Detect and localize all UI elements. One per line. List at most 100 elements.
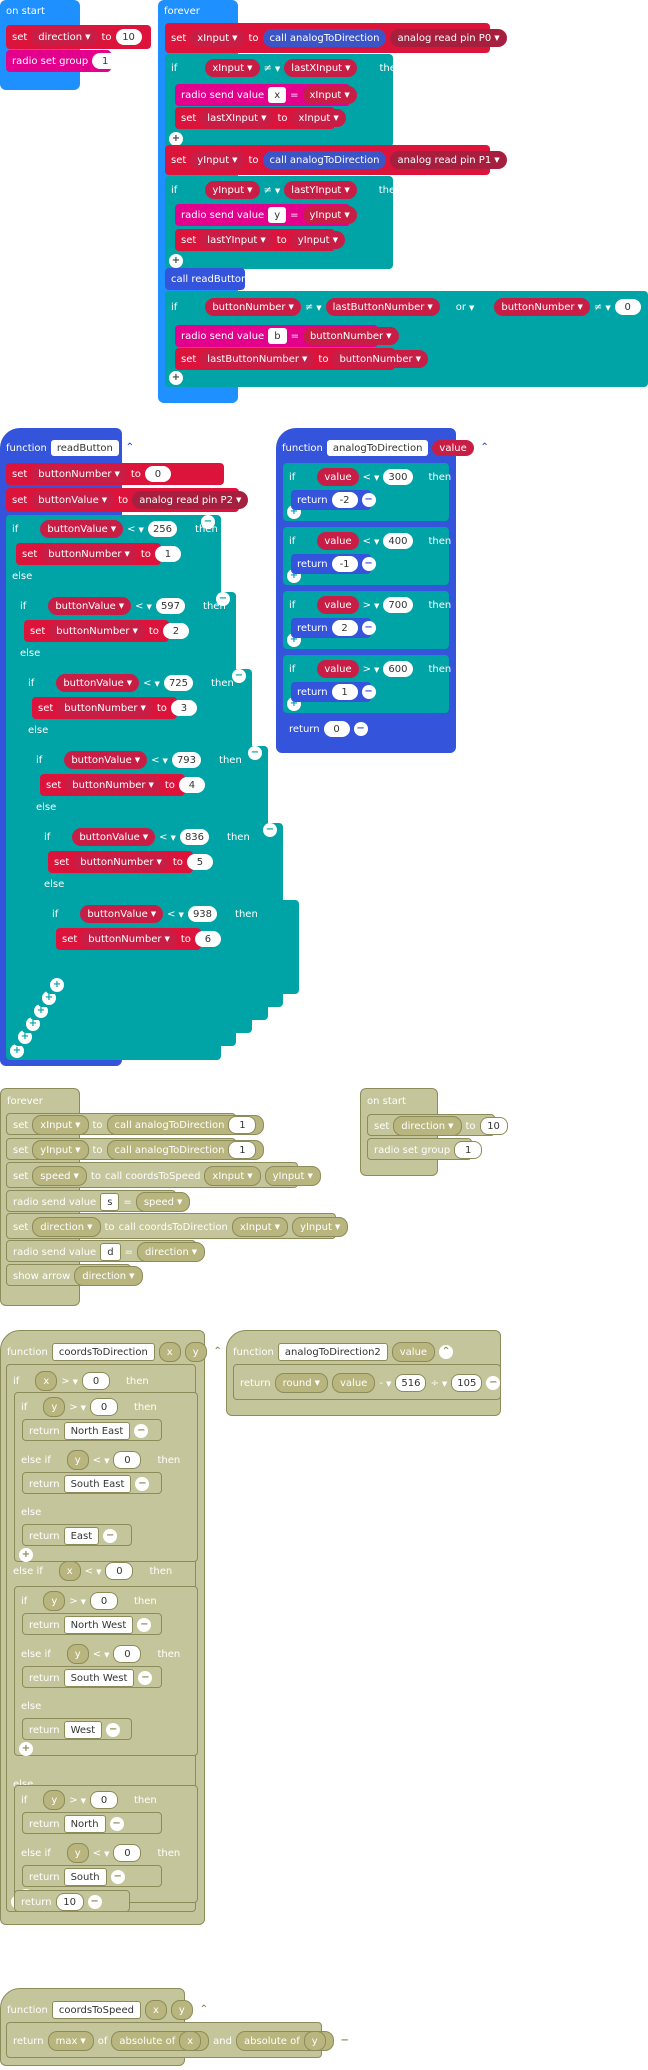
- remove-icon[interactable]: −: [361, 621, 376, 635]
- analog-read-pin-p2[interactable]: analog read pin P2▼: [132, 491, 249, 509]
- compare-operator[interactable]: >▼: [61, 1375, 79, 1387]
- threshold-field[interactable]: 793: [171, 752, 202, 768]
- remove-icon[interactable]: −: [361, 557, 376, 571]
- param-x[interactable]: x: [58, 1561, 81, 1581]
- compare-operator[interactable]: >▼: [362, 663, 380, 675]
- threshold-field[interactable]: 256: [147, 521, 178, 537]
- param-x[interactable]: x: [144, 2000, 167, 2020]
- xinput-variable[interactable]: xInput▼: [231, 1217, 289, 1237]
- xinput-variable[interactable]: xInput▼: [291, 109, 346, 127]
- zero-field[interactable]: 0: [105, 1562, 134, 1580]
- set-direction-disabled-block[interactable]: set direction▼ to 10: [367, 1114, 508, 1136]
- xinput-variable[interactable]: xInput▼: [190, 29, 245, 47]
- return-0-block[interactable]: return 0 −: [283, 718, 368, 740]
- set-lastbuttonnumber-block[interactable]: set lastButtonNumber▼ to buttonNumber▼: [175, 348, 428, 370]
- string-y[interactable]: y: [268, 207, 287, 223]
- button-number-field[interactable]: 4: [178, 777, 205, 793]
- speed-variable[interactable]: speed▼: [32, 1166, 87, 1186]
- analog-read-pin-p0[interactable]: analog read pin P0▼: [390, 29, 507, 47]
- compare-value-field[interactable]: 400: [383, 533, 413, 549]
- arg-1-field[interactable]: 1: [228, 1116, 257, 1134]
- button-number-field[interactable]: 5: [186, 854, 213, 870]
- direction-string-field[interactable]: South East: [63, 1475, 132, 1493]
- buttonnumber-variable[interactable]: buttonNumber▼: [31, 465, 127, 483]
- group-1-field[interactable]: 1: [92, 53, 119, 69]
- remove-icon[interactable]: −: [216, 592, 230, 606]
- param-y[interactable]: y: [43, 1397, 66, 1417]
- threshold-field[interactable]: 938: [187, 906, 218, 922]
- remove-icon[interactable]: −: [87, 1895, 102, 1909]
- lt-operator[interactable]: <▼: [151, 754, 168, 766]
- remove-icon[interactable]: −: [135, 1477, 150, 1491]
- direction-string-field[interactable]: North East: [63, 1422, 131, 1440]
- show-arrow-disabled-block[interactable]: show arrow direction▼: [6, 1264, 143, 1286]
- compare-value-field[interactable]: 700: [383, 597, 413, 613]
- add-icon[interactable]: +: [18, 1030, 32, 1044]
- threshold-field[interactable]: 836: [179, 829, 210, 845]
- value-variable[interactable]: value: [317, 660, 359, 678]
- radio-send-b-block[interactable]: radio send value b = buttonNumber▼: [175, 325, 399, 347]
- remove-icon[interactable]: −: [263, 823, 277, 837]
- param-x[interactable]: x: [35, 1371, 58, 1391]
- function-name-field[interactable]: coordsToDirection: [51, 1343, 155, 1361]
- lt-operator[interactable]: <▼: [167, 908, 184, 920]
- button-number-field[interactable]: 3: [170, 700, 197, 716]
- arg-1-field[interactable]: 1: [228, 1141, 257, 1159]
- buttonnumber-variable[interactable]: buttonNumber▼: [494, 298, 590, 316]
- radio-set-group-block[interactable]: radio set group 1: [6, 50, 119, 72]
- collapse-icon[interactable]: ⌃: [439, 1345, 454, 1359]
- call-readbutton-block[interactable]: call readButton: [165, 268, 247, 290]
- direction-variable[interactable]: direction▼: [393, 1116, 462, 1136]
- direction-string-field[interactable]: South: [63, 1868, 107, 1886]
- divide-operator[interactable]: ÷▼: [430, 1377, 448, 1389]
- add-icon[interactable]: +: [10, 1044, 24, 1058]
- minus-operator[interactable]: -▼: [379, 1377, 392, 1389]
- string-b[interactable]: b: [268, 328, 287, 344]
- param-value[interactable]: value: [332, 1373, 376, 1393]
- direction-string-field[interactable]: South West: [63, 1669, 135, 1687]
- set-buttonvalue-block[interactable]: set buttonValue▼ to analog read pin P2▼: [6, 488, 249, 512]
- param-y[interactable]: y: [184, 1342, 207, 1362]
- collapse-icon[interactable]: ⌃: [196, 2003, 211, 2017]
- add-icon[interactable]: +: [34, 1004, 48, 1018]
- compare-operator[interactable]: <▼: [362, 471, 380, 483]
- yinput-variable[interactable]: yInput▼: [302, 206, 357, 224]
- remove-icon[interactable]: −: [137, 1618, 152, 1632]
- xinput-variable[interactable]: xInput▼: [302, 86, 357, 104]
- remove-icon[interactable]: −: [138, 1671, 153, 1685]
- buttonvalue-variable[interactable]: buttonValue▼: [48, 597, 132, 615]
- lastxinput-variable[interactable]: lastXInput▼: [200, 109, 274, 127]
- function-name-field[interactable]: analogToDirection2: [277, 1343, 388, 1361]
- compare-value-field[interactable]: 300: [383, 469, 413, 485]
- buttonnumber-variable[interactable]: buttonNumber▼: [57, 699, 153, 717]
- function-name-field[interactable]: coordsToSpeed: [51, 2001, 141, 2019]
- remove-icon[interactable]: −: [103, 1529, 118, 1543]
- return-round-block[interactable]: return round▼ value -▼ 516 ÷▼ 105 −: [233, 1364, 501, 1400]
- compare-operator[interactable]: >▼: [69, 1401, 87, 1413]
- param-y[interactable]: y: [303, 2031, 326, 2051]
- compare-operator[interactable]: >▼: [362, 599, 380, 611]
- call-coords-to-speed[interactable]: call coordsToSpeed: [104, 1170, 201, 1182]
- param-y[interactable]: y: [66, 1450, 89, 1470]
- param-value[interactable]: value: [432, 440, 474, 456]
- yinput-variable[interactable]: yInput▼: [205, 181, 260, 199]
- zero-field[interactable]: 0: [614, 299, 641, 315]
- buttonvalue-variable[interactable]: buttonValue▼: [80, 905, 164, 923]
- value-variable[interactable]: value: [317, 596, 359, 614]
- buttonnumber-variable[interactable]: buttonNumber▼: [73, 853, 169, 871]
